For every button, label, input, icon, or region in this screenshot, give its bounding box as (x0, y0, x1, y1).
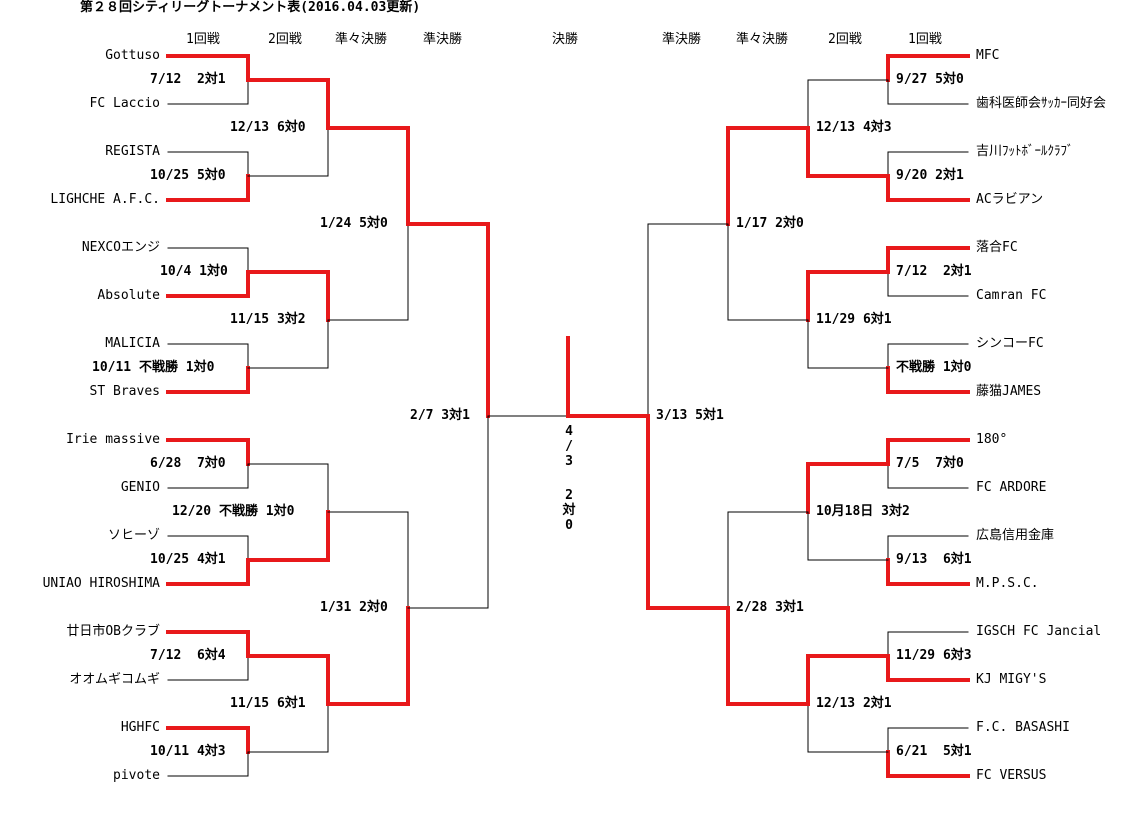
right-team: IGSCH FC Jancial (976, 624, 1102, 639)
right-r2-score: 11/29 6対1 (816, 312, 892, 327)
left-team: NEXCOエンジ (81, 240, 160, 255)
right-r1-score: 9/27 5対0 (896, 72, 964, 87)
page-title: 第２８回シティリーグトーナメント表(2016.04.03更新) (80, 0, 421, 15)
right-r1-score: 7/12 2対1 (896, 264, 972, 279)
left-r2-score: 11/15 6対1 (230, 696, 306, 711)
left-team: Gottuso (105, 48, 160, 63)
left-sf-score: 2/7 3対1 (410, 408, 470, 423)
left-team: GENIO (120, 480, 160, 495)
right-r1-score: 6/21 5対1 (896, 744, 972, 759)
round-header-l3: 準々決勝 (335, 32, 388, 47)
right-team: シンコーFC (976, 336, 1044, 351)
final-score: 2 対 0 (562, 488, 576, 533)
round-header-r3: 準々決勝 (736, 32, 789, 47)
right-team: ACラビアン (976, 192, 1044, 207)
right-qf-score: 2/28 3対1 (736, 600, 804, 615)
round-header-r2: 2回戦 (828, 32, 862, 47)
left-team: HGHFC (120, 720, 160, 735)
right-r2-score: 12/13 2対1 (816, 696, 892, 711)
round-header-r4: 準決勝 (662, 32, 702, 47)
left-r1-score: 10/25 5対0 (150, 168, 226, 183)
right-team: MFC (976, 48, 1000, 63)
left-team: pivote (113, 768, 160, 783)
left-r1-score: 10/4 1対0 (160, 264, 228, 279)
left-r2-score: 11/15 3対2 (230, 312, 306, 327)
left-team: Irie massive (66, 432, 160, 447)
right-r1-score: 不戦勝 1対0 (896, 360, 972, 375)
left-team: ST Braves (89, 384, 160, 399)
right-qf-score: 1/17 2対0 (736, 216, 804, 231)
right-team: 落合FC (976, 240, 1018, 255)
right-team: M.P.S.C. (976, 576, 1039, 591)
left-team: LIGHCHE A.F.C. (50, 192, 160, 207)
left-team: MALICIA (105, 336, 160, 351)
right-team: 藤猫JAMES (976, 384, 1042, 399)
right-r1-score: 9/20 2対1 (896, 168, 964, 183)
left-r1-score: 7/12 2対1 (150, 72, 226, 87)
round-header-l2: 2回戦 (268, 32, 302, 47)
left-team: オオムギコムギ (69, 672, 160, 687)
right-team: 広島信用金庫 (976, 528, 1055, 543)
left-r1-score: 7/12 6対4 (150, 648, 226, 663)
right-r1-score: 7/5 7対0 (896, 456, 964, 471)
right-team: 歯科医師会ｻｯｶｰ同好会 (976, 96, 1107, 111)
right-r2-score: 12/13 4対3 (816, 120, 892, 135)
left-r1-score: 10/11 不戦勝 1対0 (92, 360, 215, 375)
left-team: 廿日市OBクラブ (66, 624, 160, 639)
right-team: F.C. BASASHI (976, 720, 1070, 735)
left-team: UNIAO HIROSHIMA (42, 576, 160, 591)
right-r1-score: 11/29 6対3 (896, 648, 972, 663)
left-team: ソヒーゾ (107, 528, 160, 543)
right-team: 180° (976, 432, 1008, 447)
left-r1-score: 10/11 4対3 (150, 744, 226, 759)
right-sf-score: 3/13 5対1 (656, 408, 724, 423)
left-qf-score: 1/31 2対0 (320, 600, 388, 615)
left-team: FC Laccio (89, 96, 160, 111)
final-date: 4 / 3 (565, 424, 573, 469)
left-qf-score: 1/24 5対0 (320, 216, 388, 231)
right-team: 吉川ﾌｯﾄﾎﾞｰﾙｸﾗﾌﾞ (976, 144, 1074, 159)
left-r1-score: 6/28 7対0 (150, 456, 226, 471)
right-r1-score: 9/13 6対1 (896, 552, 972, 567)
right-team: Camran FC (976, 288, 1047, 303)
left-r2-score: 12/13 6対0 (230, 120, 306, 135)
round-header-l1: 1回戦 (186, 32, 220, 47)
round-header-final: 決勝 (552, 32, 579, 47)
round-header-r1: 1回戦 (908, 32, 942, 47)
right-r2-score: 10月18日 3対2 (816, 504, 910, 519)
left-team: Absolute (97, 288, 160, 303)
round-header-l4: 準決勝 (423, 32, 463, 47)
left-r1-score: 10/25 4対1 (150, 552, 226, 567)
right-team: KJ MIGY'S (976, 672, 1047, 687)
left-team: REGISTA (105, 144, 160, 159)
right-team: FC ARDORE (976, 480, 1047, 495)
left-r2-score: 12/20 不戦勝 1対0 (172, 504, 295, 519)
right-team: FC VERSUS (976, 768, 1047, 783)
